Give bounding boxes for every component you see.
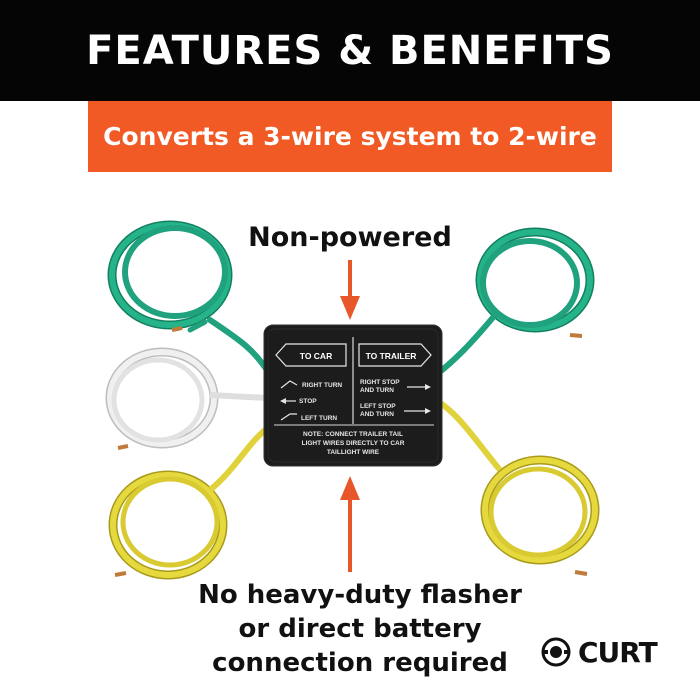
arrow-up-icon <box>340 476 360 572</box>
left-turn-text: LEFT TURN <box>301 415 337 422</box>
right-arrow-icon <box>404 408 431 414</box>
bottom-callout: No heavy-duty flasher or direct battery … <box>160 578 560 680</box>
bottom-callout-line-1: No heavy-duty flasher <box>198 580 522 610</box>
wire-coil-yellow-left <box>108 425 270 580</box>
svg-text:TO CAR: TO CAR <box>300 351 332 361</box>
svg-text:TO TRAILER: TO TRAILER <box>366 351 417 361</box>
copper-tip <box>171 326 183 332</box>
stop-text: STOP <box>299 398 317 405</box>
bottom-callout-line-2: or direct battery <box>238 614 482 644</box>
right-stop-turn-text-2: AND TURN <box>360 387 394 394</box>
to-trailer-label: TO TRAILER <box>358 343 432 367</box>
stop-arrow-icon <box>280 398 296 404</box>
converter-module: TO CAR TO TRAILER RIGHT TURN STOP LEFT T… <box>263 324 443 467</box>
left-stop-turn-text-2: AND TURN <box>360 411 394 418</box>
right-turn-text: RIGHT TURN <box>302 382 342 389</box>
wire-coil-green-right <box>434 227 595 378</box>
non-powered-label: Non-powered <box>248 222 452 253</box>
note-line-1: NOTE: CONNECT TRAILER TAIL <box>303 431 403 438</box>
curt-hitch-ball-icon <box>541 637 571 667</box>
wire-coil-yellow-right <box>434 397 600 576</box>
bottom-callout-line-3: connection required <box>212 648 508 678</box>
wire-coil-white <box>105 347 269 450</box>
left-stop-turn-text-1: LEFT STOP <box>360 403 396 410</box>
header-title: FEATURES & BENEFITS <box>86 27 614 74</box>
to-car-label: TO CAR <box>275 343 347 367</box>
note-line-2: LIGHT WIRES DIRECTLY TO CAR <box>302 440 405 447</box>
arrow-down-icon <box>340 260 360 320</box>
curt-logo: CURT <box>540 632 675 672</box>
banner-text: Converts a 3-wire system to 2-wire <box>103 122 597 151</box>
wire-coil-green-left <box>107 220 273 378</box>
right-stop-turn-text-1: RIGHT STOP <box>360 379 400 386</box>
logo-text: CURT <box>578 635 658 669</box>
note-line-3: TAILLIGHT WIRE <box>327 449 380 456</box>
subtitle-banner: Converts a 3-wire system to 2-wire <box>88 101 612 172</box>
right-arrow-icon <box>407 384 431 390</box>
header-bar: FEATURES & BENEFITS <box>0 0 700 101</box>
